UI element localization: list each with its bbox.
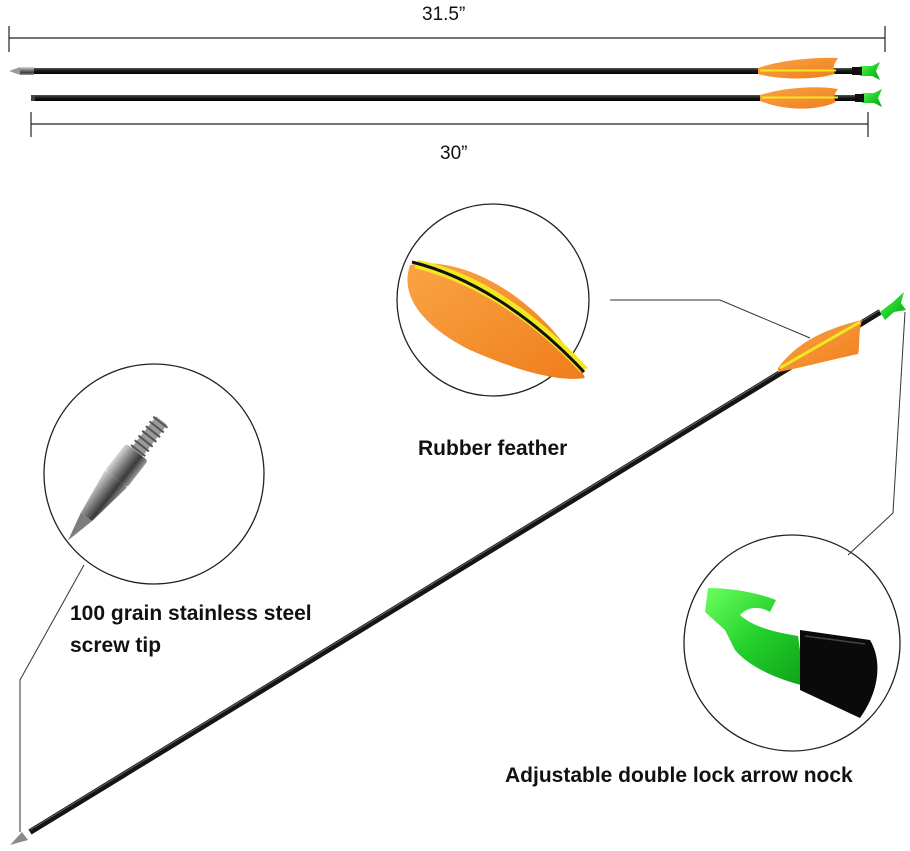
feather-icon [407,263,585,379]
nock-icon [860,62,880,80]
vane-icon [758,57,838,79]
short-length-label: 30” [440,143,468,164]
arrow-short [31,87,882,109]
arrow-diagonal [10,292,906,845]
nock-icon [705,588,805,686]
tip-caption-line1: 100 grain stainless steel [70,602,312,625]
point-icon [9,67,20,75]
tip-detail-circle [43,363,265,585]
feather-caption: Rubber feather [418,437,568,460]
tip-caption-line2: screw tip [70,634,162,657]
shaft [34,68,860,74]
nock-leader-line [847,311,906,556]
nock-caption: Adjustable double lock arrow nock [505,764,853,787]
shaft [35,95,861,101]
short-dimension-line [30,112,869,137]
arrow-long [9,57,880,80]
nock-icon [880,292,906,320]
shaft [28,309,882,835]
long-dimension-line [8,26,886,52]
nock-icon [862,89,882,107]
feather-detail-circle [396,203,590,397]
long-length-label: 31.5” [422,4,466,25]
point-icon [10,832,28,845]
tip-leader-line [19,564,85,832]
nock-detail-circle [683,534,901,752]
feather-leader-line [610,299,811,339]
